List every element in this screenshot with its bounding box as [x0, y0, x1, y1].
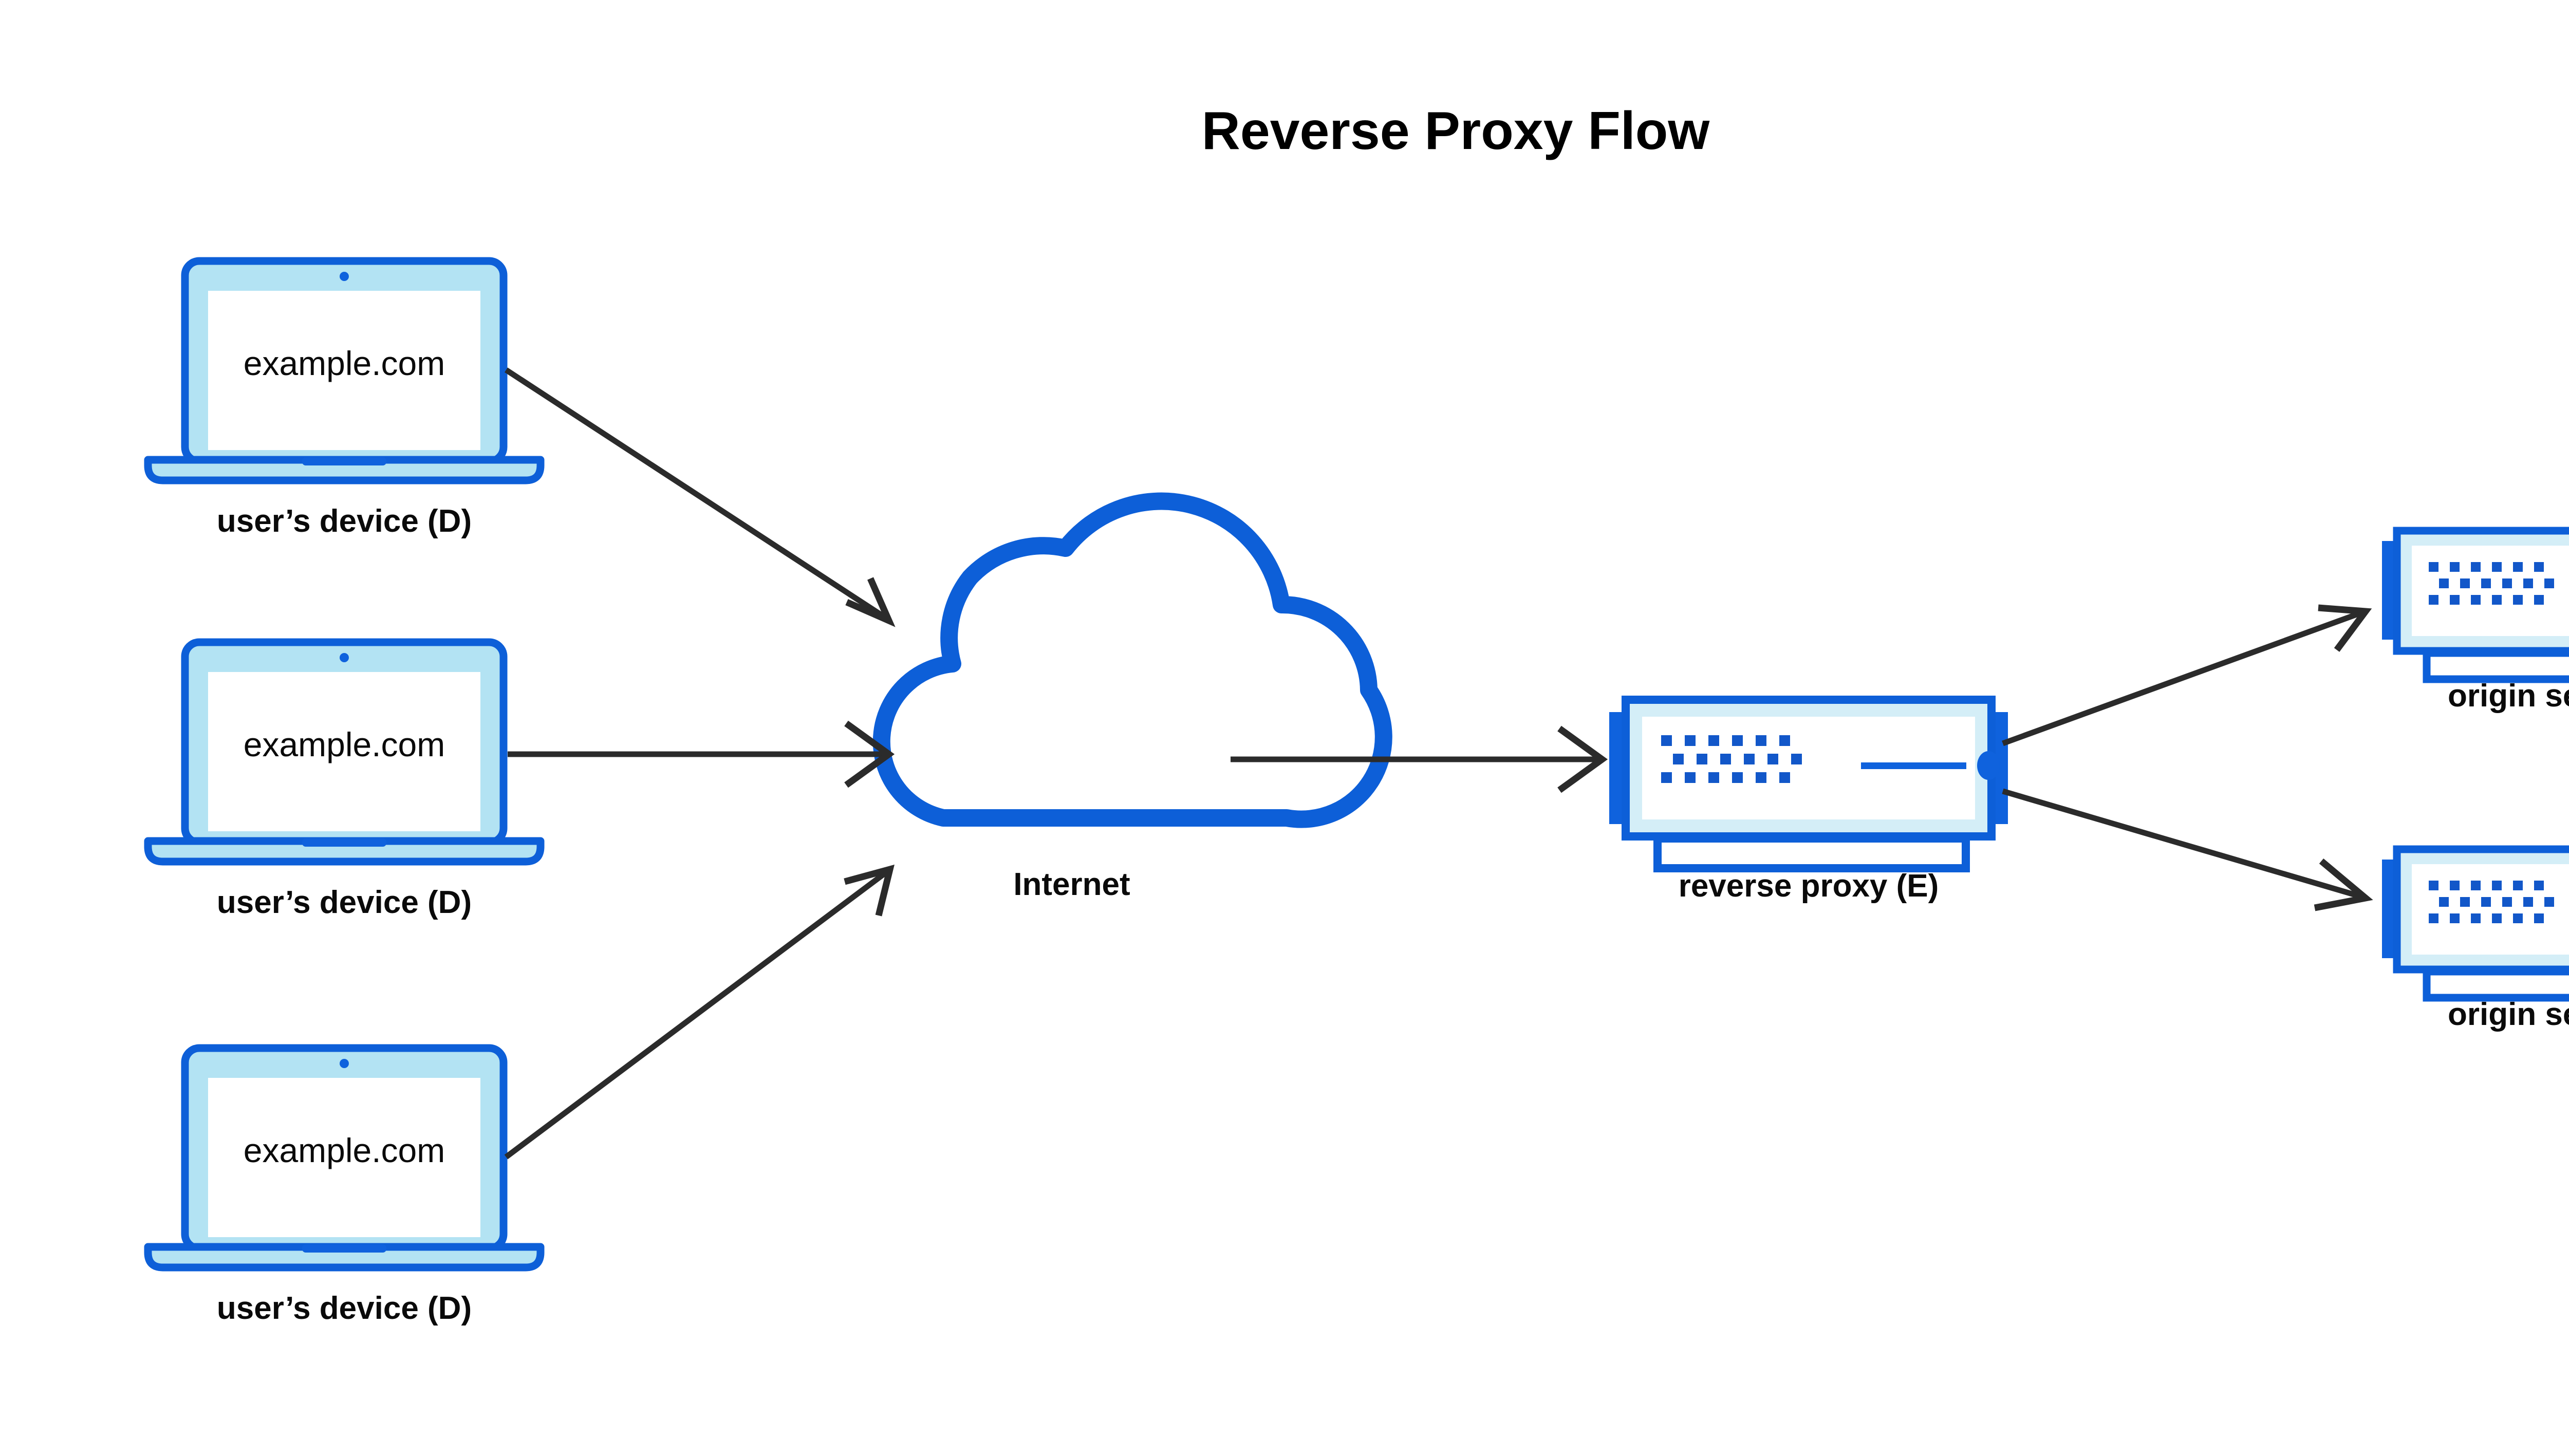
laptop-base: [144, 456, 545, 484]
server-vent-grid: [2429, 881, 2554, 923]
screen-url-text: example.com: [244, 725, 445, 763]
laptop-trackpad-notch: [302, 457, 386, 465]
laptop-camera-icon: [340, 272, 349, 281]
laptop-camera-icon: [340, 653, 349, 662]
server-base: [2423, 967, 2569, 1002]
server-panel: [2412, 864, 2569, 955]
server-vent-grid: [1661, 735, 1802, 783]
laptop-screen: [208, 291, 480, 450]
server-led-icon: [1977, 751, 2000, 780]
edge-client-bottom-to-internet: [504, 864, 895, 1160]
origin-server-top-node[interactable]: origin server (F): [2382, 527, 2569, 714]
client-device-top[interactable]: example.com user’s device (D): [144, 257, 545, 539]
laptop-screen: [208, 1078, 480, 1237]
cloud-icon: [872, 492, 1392, 828]
reverse-proxy-label: reverse proxy (E): [1679, 868, 1939, 904]
server-base: [2423, 649, 2569, 683]
laptop-camera-icon: [340, 1059, 349, 1068]
reverse-proxy-node[interactable]: reverse proxy (E): [1609, 696, 2008, 904]
client-middle-label: user’s device (D): [217, 885, 472, 920]
laptop-trackpad-notch: [302, 838, 386, 847]
laptop-base: [144, 837, 545, 866]
client-device-middle[interactable]: example.com user’s device (D): [144, 638, 545, 920]
client-device-bottom[interactable]: example.com user’s device (D): [144, 1044, 545, 1326]
origin-top-label: origin server (F): [2448, 678, 2569, 714]
edge-proxy-to-origin-top: [2002, 604, 2372, 746]
internet-cloud-node[interactable]: Internet: [872, 492, 1392, 902]
server-panel: [2412, 546, 2569, 636]
server-vent-grid: [2429, 562, 2554, 605]
laptop-base: [144, 1243, 545, 1272]
edge-client-middle-to-internet: [508, 720, 895, 788]
edge-internet-to-proxy: [1231, 725, 1608, 793]
server-base: [1653, 834, 1970, 872]
screen-url-text: example.com: [244, 1131, 445, 1169]
origin-bottom-label: origin server (F): [2448, 997, 2569, 1032]
laptop-trackpad-notch: [302, 1244, 386, 1253]
client-top-label: user’s device (D): [217, 503, 472, 539]
screen-url-text: example.com: [244, 344, 445, 382]
client-bottom-label: user’s device (D): [217, 1291, 472, 1326]
server-status-line: [1861, 762, 1966, 769]
laptop-screen: [208, 672, 480, 831]
internet-label: Internet: [1013, 867, 1130, 902]
edge-client-top-to-internet: [504, 367, 896, 627]
origin-server-bottom-node[interactable]: origin server (F): [2382, 845, 2569, 1032]
page-title: Reverse Proxy Flow: [1202, 101, 1710, 161]
edge-proxy-to-origin-bottom: [2002, 788, 2373, 911]
